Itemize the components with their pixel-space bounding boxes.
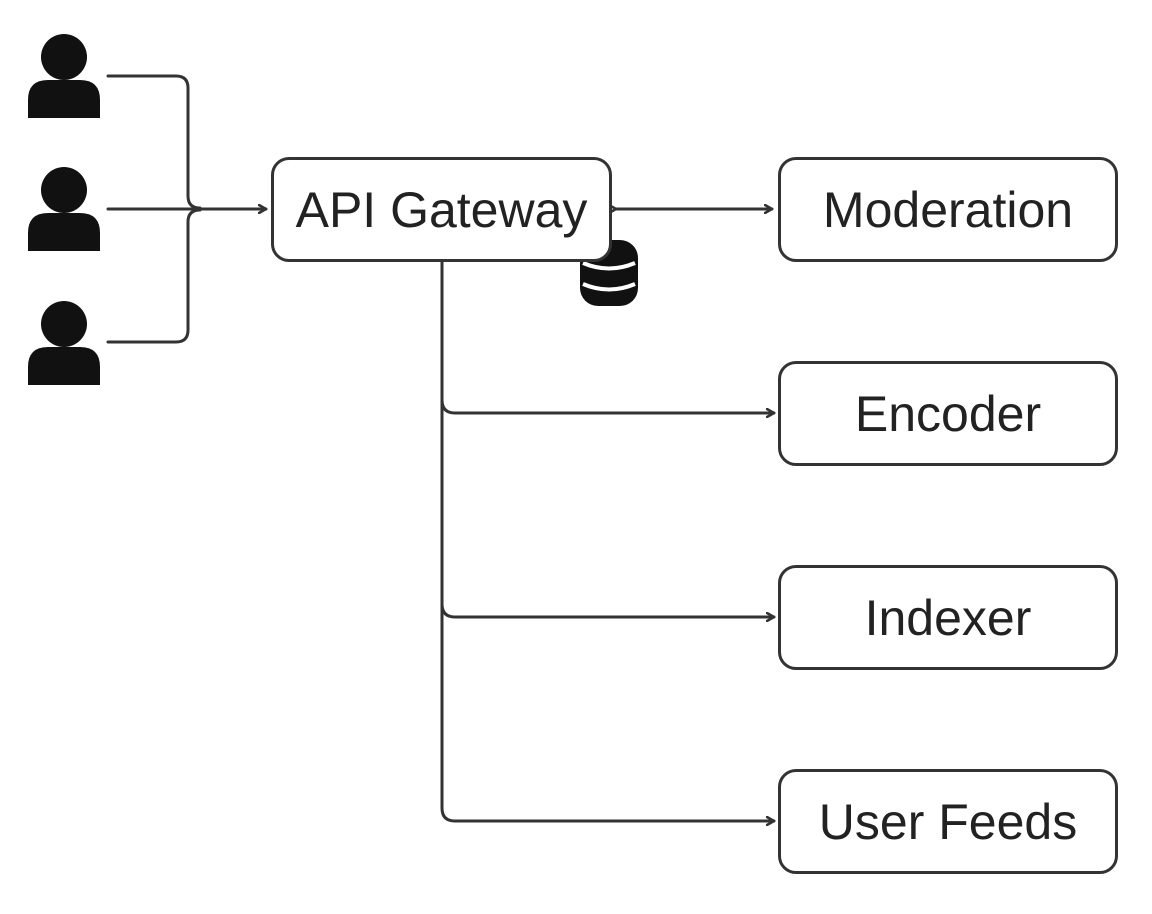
connector-encoder [440,398,776,413]
api-gateway-node: API Gateway [271,157,612,262]
user-feeds-node: User Feeds [778,769,1118,874]
user-icon [28,34,100,118]
connector-indexer [440,602,776,617]
indexer-node: Indexer [778,565,1118,670]
user-icon [28,167,100,251]
connector-user-1 [106,74,202,210]
user-icon [28,301,100,385]
connector-user-3 [106,208,202,344]
moderation-node: Moderation [778,157,1118,262]
encoder-node: Encoder [778,361,1118,466]
connector-gateway-trunk [440,260,457,823]
